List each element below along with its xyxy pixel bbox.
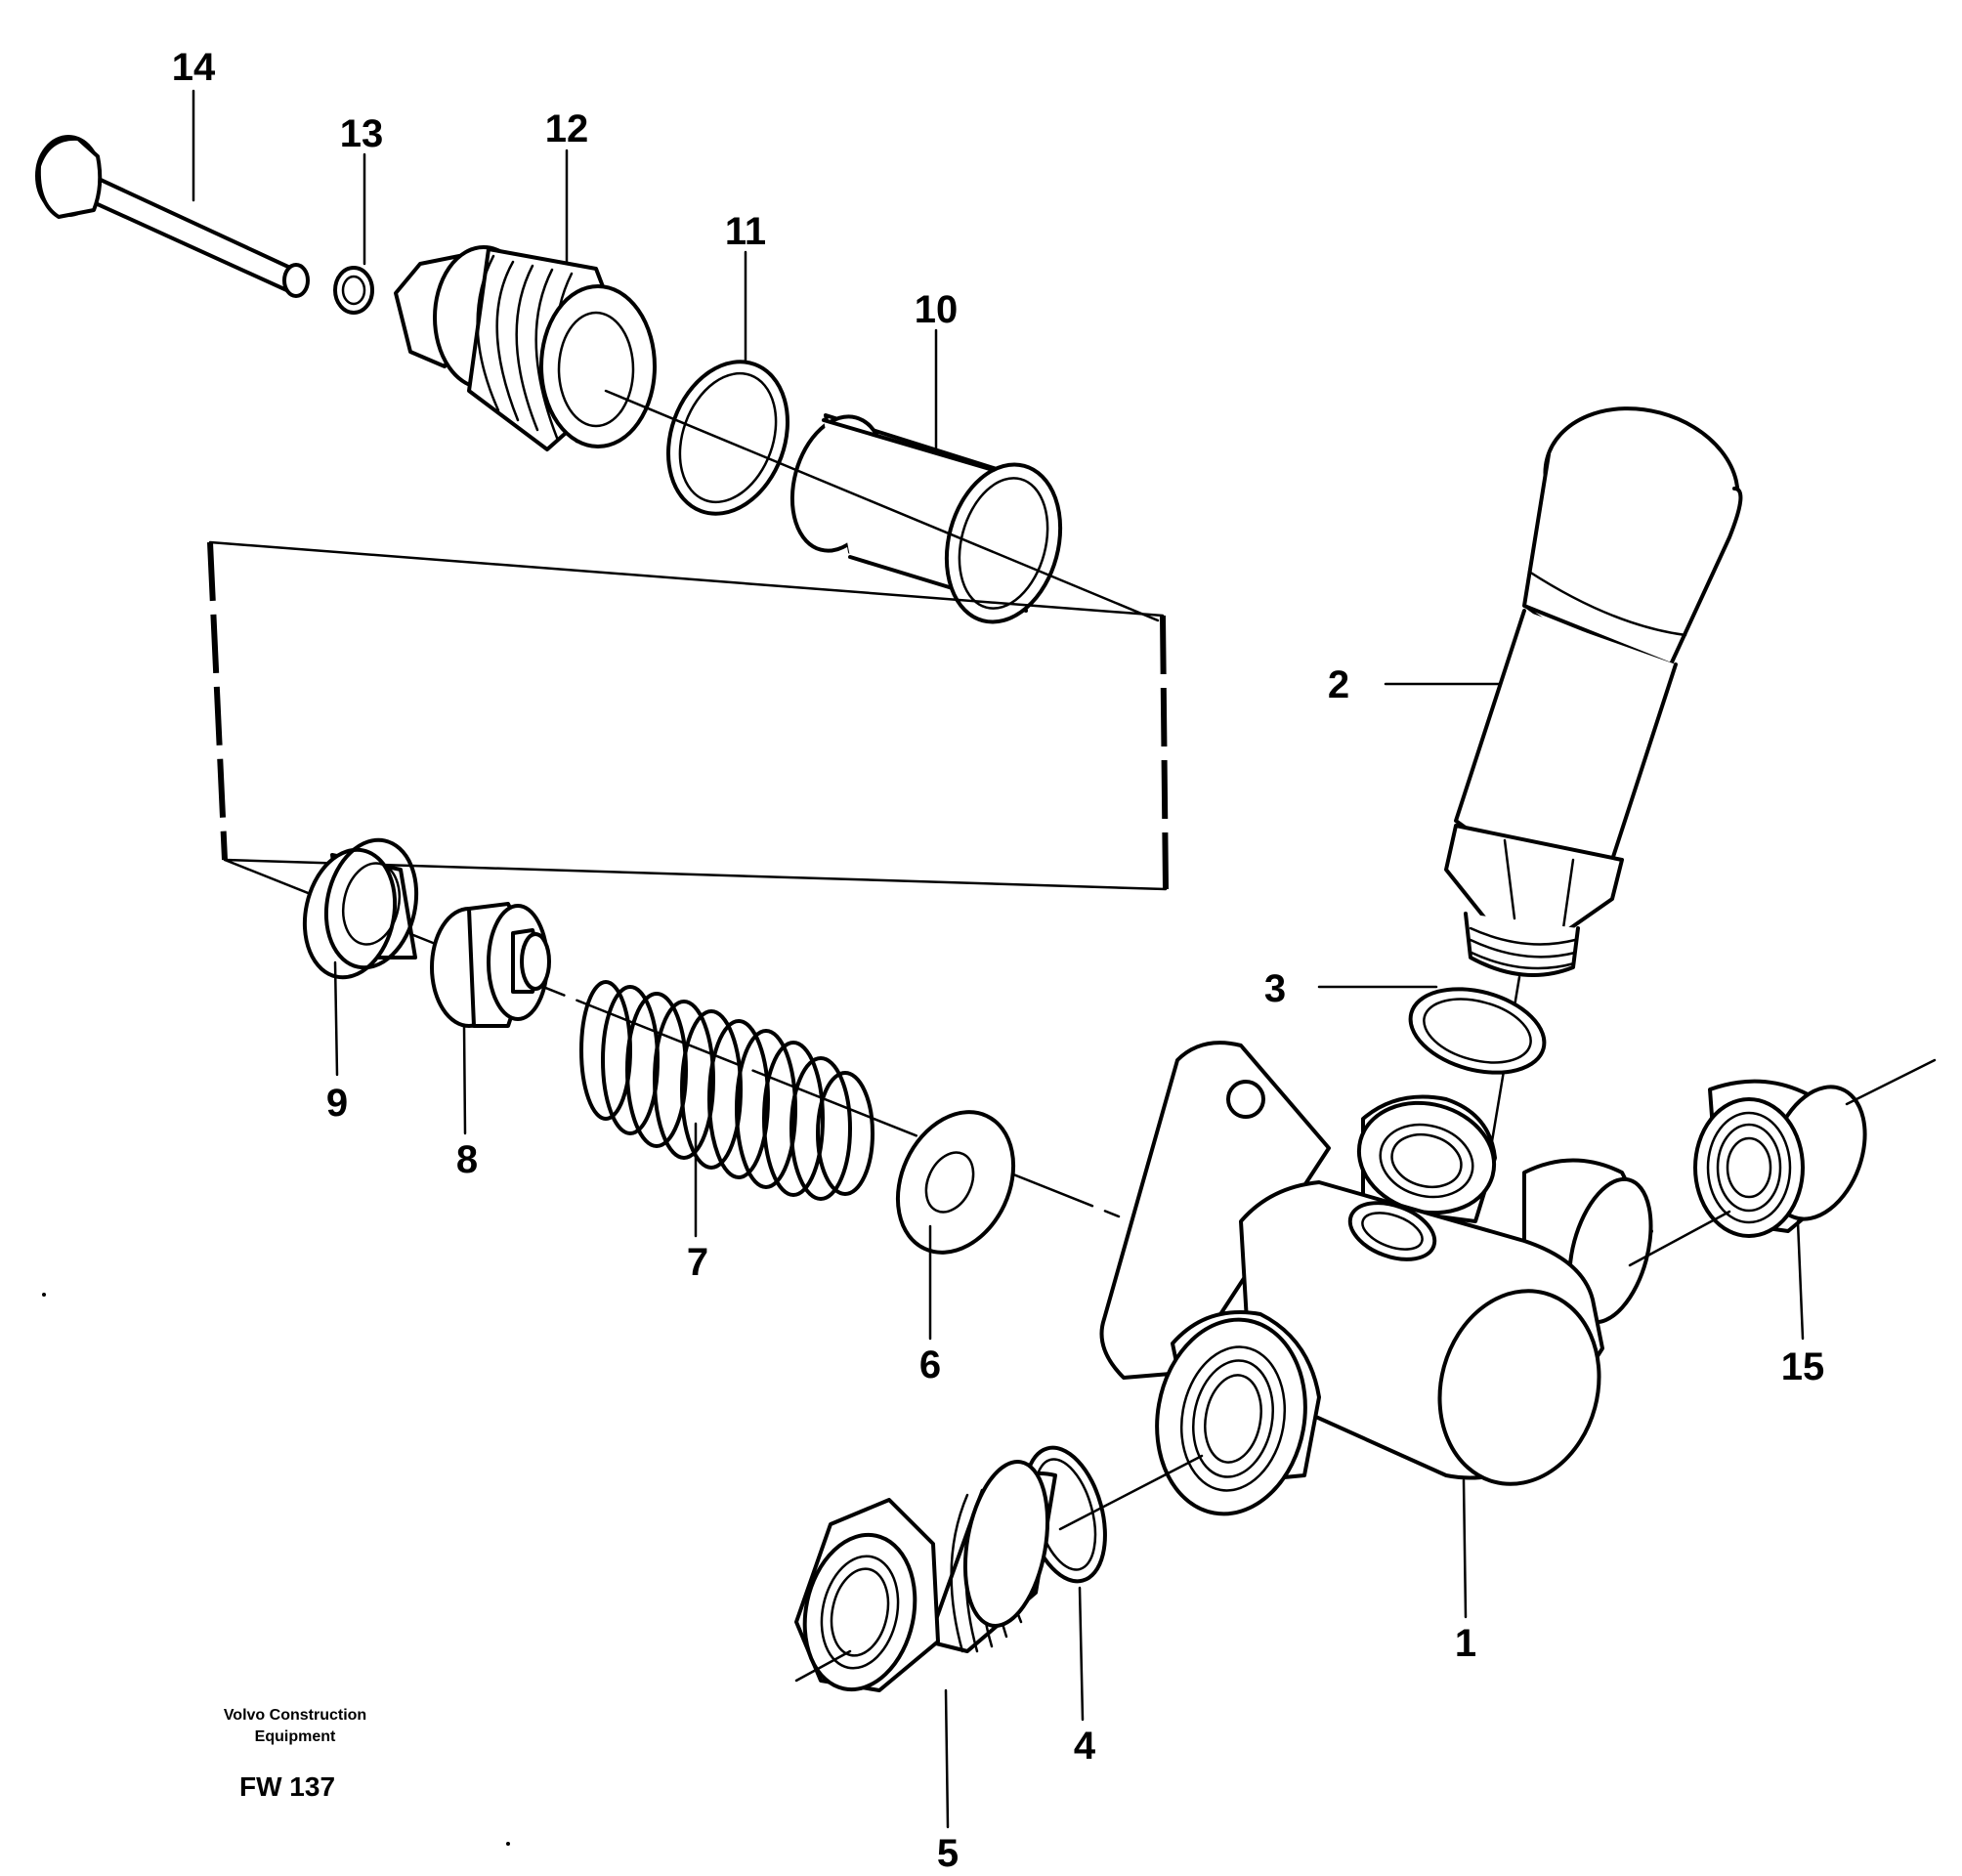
caption-company-line1: Volvo Construction (224, 1707, 366, 1724)
label-11: 11 (725, 210, 766, 253)
label-4: 4 (1074, 1725, 1096, 1768)
label-8: 8 (456, 1138, 478, 1181)
part-6-washer (895, 1110, 1016, 1255)
axis-line-upper (604, 389, 1160, 622)
label-6: 6 (919, 1343, 941, 1386)
part-3-sealing-ring (1408, 987, 1547, 1075)
part-2-hand-primer (1444, 406, 1743, 1155)
label-13: 13 (340, 112, 384, 155)
label-14: 14 (172, 46, 216, 89)
leader-lines (192, 89, 1805, 1829)
part-14-pin (35, 135, 310, 298)
part-13-small-ring (333, 266, 374, 315)
part-labels: 14 13 12 11 10 2 3 9 8 7 6 15 1 4 5 (172, 46, 1825, 1875)
figure-code: FW 137 (239, 1771, 335, 1802)
scan-dot (506, 1842, 510, 1846)
scan-dot (42, 1293, 46, 1297)
part-10-sleeve (789, 413, 1063, 624)
part-1-pump-housing (1099, 1041, 1653, 1516)
part-15-plug (1628, 1058, 1937, 1267)
label-2: 2 (1328, 663, 1349, 706)
drawing-caption: Volvo Construction Equipment FW 137 (224, 1707, 366, 1802)
label-10: 10 (915, 288, 959, 331)
label-15: 15 (1781, 1345, 1825, 1388)
label-12: 12 (545, 107, 589, 150)
part-9-seal (302, 837, 419, 980)
label-9: 9 (326, 1082, 348, 1125)
caption-company-line2: Equipment (255, 1728, 336, 1745)
part-12-threaded-plug (394, 245, 657, 451)
label-7: 7 (687, 1241, 708, 1284)
label-3: 3 (1264, 967, 1286, 1010)
part-11-o-ring (666, 360, 789, 516)
label-1: 1 (1455, 1622, 1476, 1665)
part-8-valve-cap (430, 902, 551, 1028)
part-7-spring (579, 980, 874, 1201)
part-5-hex-nipple (794, 1454, 1204, 1692)
label-5: 5 (937, 1832, 959, 1875)
